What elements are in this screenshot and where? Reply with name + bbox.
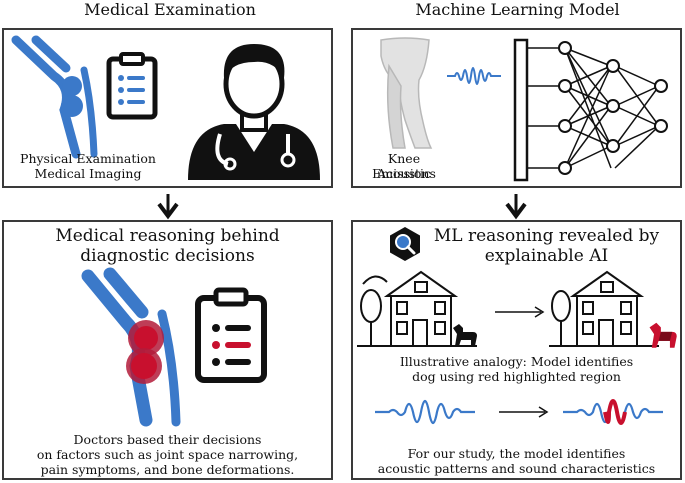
house-highlight-icon xyxy=(549,270,659,347)
clipboard-icon xyxy=(106,52,158,120)
waveform-icon xyxy=(447,67,501,85)
ml-reasoning-title-line1: ML reasoning revealed by xyxy=(433,226,660,246)
arrow-right-2-icon xyxy=(499,406,549,418)
knee-bone-icon xyxy=(11,35,98,159)
knee-caption-line1: Knee Acoustic xyxy=(376,151,432,181)
house-icon xyxy=(357,270,477,347)
medical-exam-panel: Physical Examination Medical Imaging xyxy=(2,28,333,188)
ml-reasoning-title-line2: explainable AI xyxy=(484,246,609,266)
analogy-caption-line2: dog using red highlighted region xyxy=(412,369,621,384)
down-arrow-right-icon xyxy=(505,194,527,220)
left-column-title: Medical Examination xyxy=(84,0,256,19)
exam-caption-line2: Medical Imaging xyxy=(34,166,142,181)
study-caption-line2: acoustic patterns and sound characterist… xyxy=(377,461,656,476)
knee-caption-line2: Emissions xyxy=(372,166,436,181)
doctors-caption-line3: pain symptoms, and bone deformations. xyxy=(40,462,295,477)
right-column-title: Machine Learning Model xyxy=(415,0,620,19)
waveform-highlight-icon xyxy=(563,399,663,425)
waveform-large-icon xyxy=(375,399,475,425)
arrow-right-icon xyxy=(495,306,545,318)
leg-icon xyxy=(380,37,433,149)
clipboard-highlight-icon xyxy=(195,287,267,383)
dog-icon xyxy=(453,324,477,346)
ml-reasoning-panel: ML reasoning revealed by explainable AI xyxy=(351,220,682,480)
analogy-caption-line1: Illustrative analogy: Model identifies xyxy=(399,354,634,369)
dog-highlight-icon xyxy=(649,322,677,348)
down-arrow-left-icon xyxy=(157,194,179,220)
doctors-caption-line2: on factors such as joint space narrowing… xyxy=(36,447,299,462)
study-caption-line1: For our study, the model identifies xyxy=(407,446,626,461)
medical-reasoning-title-line1: Medical reasoning behind xyxy=(55,226,280,246)
medical-reasoning-panel: Medical reasoning behind diagnostic deci… xyxy=(2,220,333,480)
doctors-caption-line1: Doctors based their decisions xyxy=(73,432,262,447)
medical-reasoning-title-line2: diagnostic decisions xyxy=(80,246,255,266)
neural-network-icon xyxy=(513,38,668,182)
exam-caption-line1: Physical Examination xyxy=(20,151,156,166)
doctor-icon xyxy=(188,44,320,180)
knee-highlight-icon xyxy=(81,267,181,427)
magnifier-icon xyxy=(390,227,420,261)
ml-model-panel: Knee Acoustic Emissions xyxy=(351,28,682,188)
